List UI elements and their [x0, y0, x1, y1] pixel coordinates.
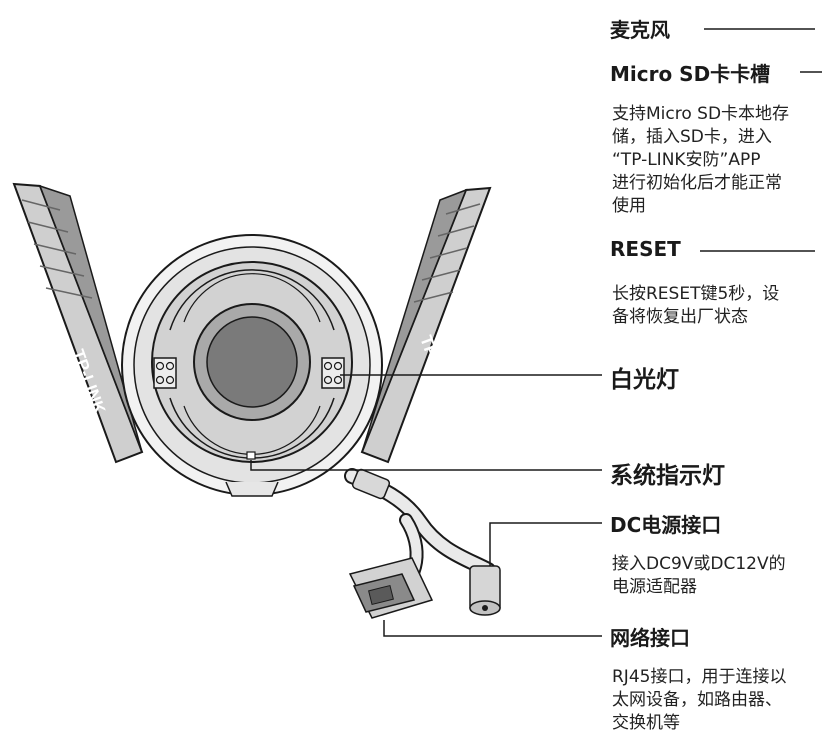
rj45-connector [348, 557, 434, 619]
status-led-leader [250, 460, 602, 471]
left-antenna: TP-LINK [12, 182, 144, 464]
leader-lines [250, 28, 822, 637]
status-led-label: 系统指示灯 [610, 463, 725, 489]
dc-power-connector [469, 565, 501, 616]
reset-label: RESET [610, 237, 681, 261]
microphone-label: 麦克风 [610, 18, 670, 42]
network-description: RJ45接口，用于连接以 太网设备，如路由器、 交换机等 [612, 667, 787, 733]
reset-description: 长按RESET键5秒，设 备将恢复出厂状态 [612, 284, 780, 327]
network-leader [383, 620, 602, 637]
dc-power-description: 接入DC9V或DC12V的 电源适配器 [612, 554, 786, 597]
dc-power-label: DC电源接口 [610, 513, 722, 537]
white-light-label: 白光灯 [610, 367, 679, 393]
camera-body [121, 234, 383, 497]
status-led [246, 451, 256, 460]
right-antenna: TP-LINK [360, 186, 492, 464]
left-white-light [153, 357, 177, 389]
sd-slot-description: 支持Micro SD卡本地存 储，插入SD卡，进入 “TP-LINK安防”APP… [612, 104, 790, 216]
network-label: 网络接口 [610, 626, 690, 650]
sd-slot-label: Micro SD卡卡槽 [610, 62, 771, 86]
dc-power-leader [489, 522, 602, 566]
right-white-light [321, 357, 345, 389]
